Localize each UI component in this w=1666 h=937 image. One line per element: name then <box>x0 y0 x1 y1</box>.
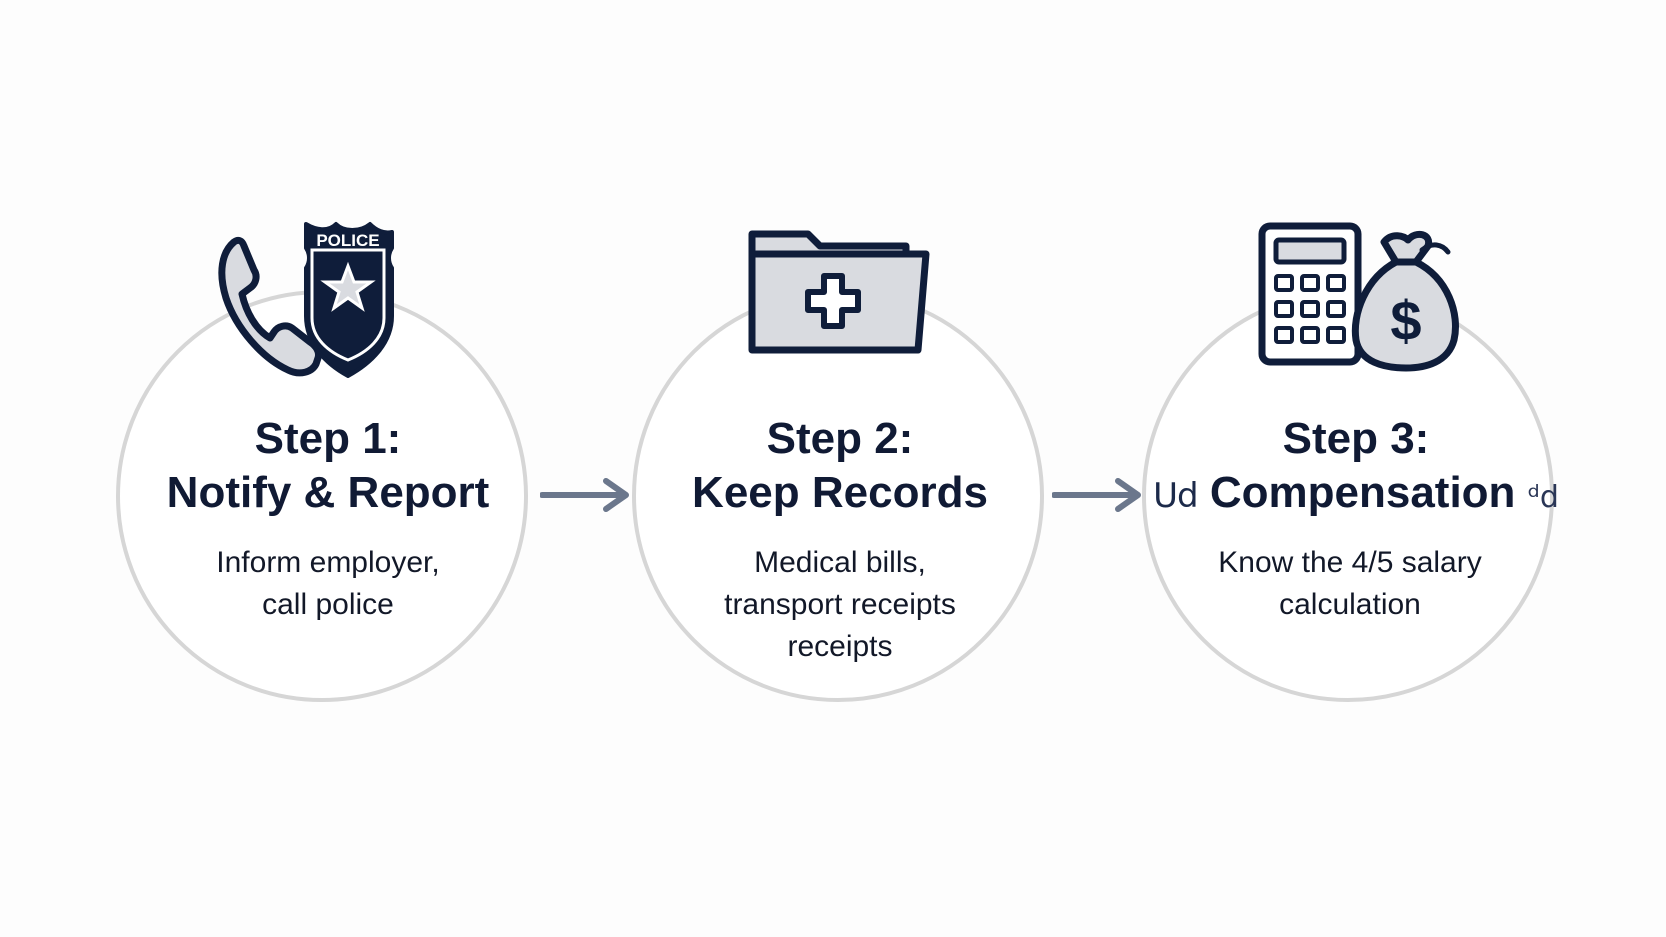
step-1-desc-line-2: call police <box>262 588 394 621</box>
step-1-description: Inform employer, call police <box>148 542 508 626</box>
step-3-desc-line-1: Know the 4/5 salary <box>1218 546 1482 579</box>
step-1-desc-line-1: Inform employer, <box>216 546 440 579</box>
step-1-title: Notify & Report <box>166 468 490 517</box>
step-3-number: Step 3: <box>1282 414 1430 463</box>
step-3-title-suffix: ᵈd <box>1527 480 1559 515</box>
step-2-desc-line-3: receipts <box>787 630 893 663</box>
step-1-icons: POLICE <box>216 220 456 380</box>
calculator-icon <box>1258 222 1362 366</box>
step-2-desc-line-2: transport receipts <box>724 588 956 621</box>
step-2-heading: Step 2: Keep Records <box>580 412 1100 520</box>
step-3-title-line: Ud Compensation ᵈd <box>1096 466 1616 525</box>
money-bag-icon: $ <box>1351 230 1459 372</box>
police-badge-icon: POLICE <box>304 222 394 378</box>
phone-icon <box>218 236 322 377</box>
medical-folder-icon <box>748 230 930 354</box>
arrow-step-1-to-2 <box>539 475 636 515</box>
step-2-icons <box>746 224 946 374</box>
step-2-number: Step 2: <box>766 414 914 463</box>
step-2-circle <box>632 290 1044 702</box>
step-3-heading: Step 3: Ud Compensation ᵈd <box>1096 412 1616 525</box>
step-2-description: Medical bills, transport receipts receip… <box>660 542 1020 668</box>
badge-text: POLICE <box>316 231 379 250</box>
step-2-title: Keep Records <box>692 468 988 517</box>
step-3-title: Compensation <box>1209 468 1516 517</box>
step-3-icons: $ <box>1256 222 1466 374</box>
step-3-title-prefix: Ud <box>1153 476 1198 516</box>
step-1-heading: Step 1: Notify & Report <box>68 412 588 520</box>
arrow-step-2-to-3 <box>1051 475 1148 515</box>
step-2-desc-line-1: Medical bills, <box>754 546 926 579</box>
step-1-number: Step 1: <box>254 414 402 463</box>
step-3-description: Know the 4/5 salary calculation <box>1170 542 1530 626</box>
dollar-sign: $ <box>1390 289 1421 352</box>
step-3-desc-line-2: calculation <box>1279 588 1421 621</box>
